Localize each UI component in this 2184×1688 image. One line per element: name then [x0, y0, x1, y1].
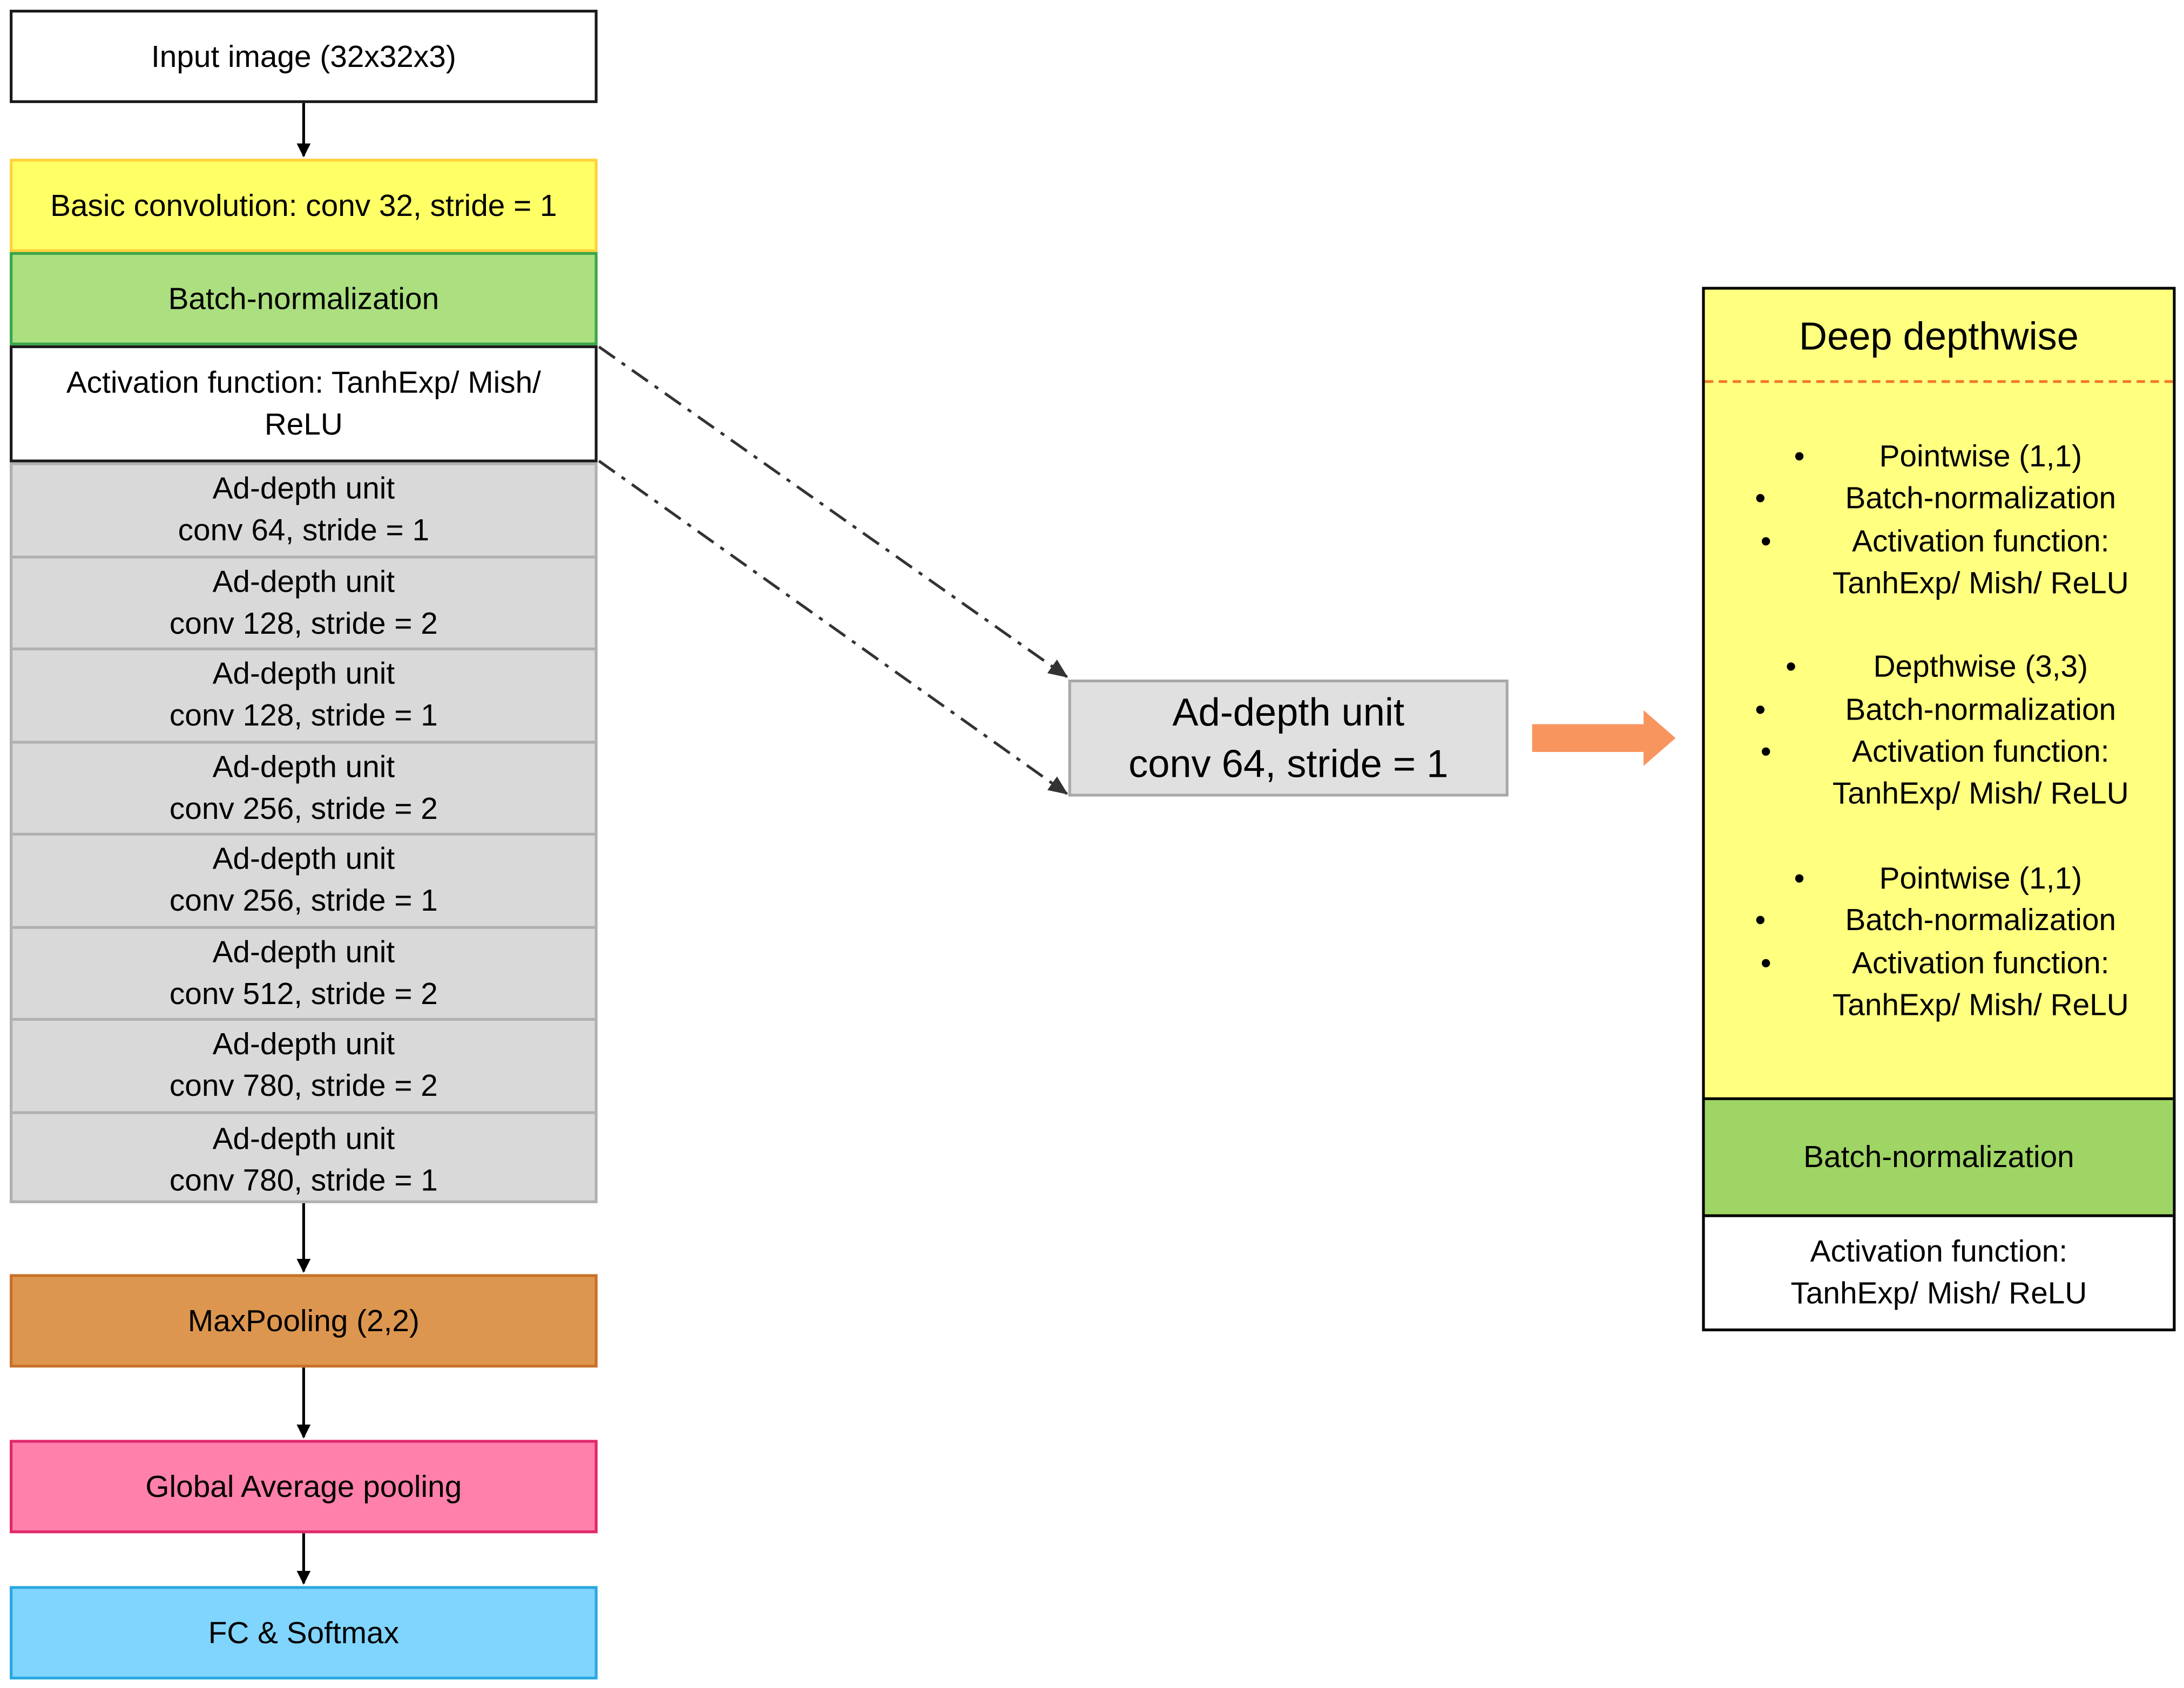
ad-depth-unit-6: Ad-depth unit conv 512, stride = 2 — [12, 928, 595, 1021]
unit-title: Ad-depth unit — [212, 564, 395, 599]
fc-softmax-label: FC & Softmax — [208, 1615, 399, 1650]
activation-line-2: ReLU — [264, 406, 343, 442]
deep-depthwise-panel: Deep depthwise •Pointwise (1,1) •Batch-n… — [1702, 287, 2176, 1332]
unit-params: conv 780, stride = 1 — [169, 1162, 438, 1197]
bullet-icon: • — [1760, 945, 1771, 980]
unit-params: conv 128, stride = 2 — [169, 605, 438, 641]
list-item: •Activation function: — [1705, 942, 2173, 984]
orange-arrow — [1532, 710, 1676, 766]
basic-convolution-label: Basic convolution: conv 32, stride = 1 — [50, 187, 557, 222]
fc-softmax-box: FC & Softmax — [10, 1586, 598, 1680]
batch-normalization-box: Batch-normalization — [10, 252, 598, 345]
bullet-icon: • — [1760, 523, 1771, 558]
maxpooling-label: MaxPooling (2,2) — [187, 1303, 420, 1338]
deep-depthwise-steps: •Pointwise (1,1) •Batch-normalization •A… — [1705, 436, 2173, 1026]
ad-depth-unit-4: Ad-depth unit conv 256, stride = 2 — [12, 743, 595, 836]
list-item: TanhExp/ Mish/ ReLU — [1832, 776, 2129, 811]
bullet-icon: • — [1786, 649, 1797, 684]
list-item — [1705, 816, 2173, 858]
ad-depth-unit-8: Ad-depth unit conv 780, stride = 1 — [12, 1113, 594, 1206]
list-item: •Batch-normalization — [1705, 478, 2173, 520]
activation-line-1: Activation function: TanhExp/ Mish/ — [66, 364, 541, 400]
bullet-icon: • — [1755, 480, 1766, 516]
ad-depth-unit-2: Ad-depth unit conv 128, stride = 2 — [12, 558, 595, 650]
input-image-label: Input image (32x32x3) — [151, 38, 456, 73]
bullet-icon: • — [1755, 903, 1766, 938]
unit-params: conv 256, stride = 2 — [169, 790, 438, 826]
detail-unit-title: Ad-depth unit — [1172, 690, 1405, 734]
input-image-box: Input image (32x32x3) — [10, 10, 598, 103]
list-item: •Batch-normalization — [1705, 900, 2173, 942]
unit-title: Ad-depth unit — [212, 656, 395, 692]
unit-params: conv 256, stride = 1 — [169, 883, 438, 918]
unit-params: conv 780, stride = 2 — [169, 1068, 438, 1103]
zoom-line-top — [598, 345, 1069, 678]
unit-title: Ad-depth unit — [212, 1026, 395, 1062]
bullet-icon: • — [1755, 692, 1766, 727]
list-item: •Pointwise (1,1) — [1705, 436, 2173, 478]
basic-convolution-box: Basic convolution: conv 32, stride = 1 — [10, 159, 598, 252]
list-item: •Batch-normalization — [1705, 689, 2173, 731]
list-item: •Pointwise (1,1) — [1705, 858, 2173, 900]
ad-depth-unit-1: Ad-depth unit conv 64, stride = 1 — [12, 465, 595, 558]
activation-function-box: Activation function: TanhExp/ Mish/ ReLU — [10, 345, 598, 463]
deep-depthwise-batch-normalization: Batch-normalization — [1705, 1100, 2173, 1217]
unit-title: Ad-depth unit — [212, 934, 395, 969]
unit-params: conv 512, stride = 2 — [169, 975, 438, 1011]
deep-depthwise-body: Deep depthwise •Pointwise (1,1) •Batch-n… — [1705, 289, 2173, 1100]
ad-depth-unit-3: Ad-depth unit conv 128, stride = 1 — [12, 650, 595, 743]
bullet-icon: • — [1760, 734, 1771, 769]
ad-depth-unit-7: Ad-depth unit conv 780, stride = 2 — [12, 1021, 595, 1114]
bullet-icon: • — [1794, 860, 1805, 896]
zoom-line-bottom — [598, 459, 1069, 795]
maxpooling-box: MaxPooling (2,2) — [10, 1274, 598, 1368]
unit-params: conv 128, stride = 1 — [169, 698, 438, 733]
deep-depthwise-title: Deep depthwise — [1798, 315, 2079, 358]
ad-depth-unit-detail-box: Ad-depth unit conv 64, stride = 1 — [1068, 679, 1509, 797]
deep-depthwise-activation-line-1: Activation function: — [1810, 1233, 2068, 1269]
global-average-pooling-box: Global Average pooling — [10, 1440, 598, 1534]
deep-depthwise-activation: Activation function: TanhExp/ Mish/ ReLU — [1705, 1217, 2173, 1328]
unit-params: conv 64, stride = 1 — [178, 512, 430, 548]
list-item: TanhExp/ Mish/ ReLU — [1832, 565, 2129, 600]
unit-title: Ad-depth unit — [212, 841, 395, 877]
dashed-divider — [1705, 380, 2173, 383]
unit-title: Ad-depth unit — [212, 749, 395, 784]
bullet-icon: • — [1794, 438, 1805, 474]
global-average-pooling-label: Global Average pooling — [145, 1468, 462, 1503]
deep-depthwise-activation-line-2: TanhExp/ Mish/ ReLU — [1790, 1276, 2087, 1311]
detail-unit-params: conv 64, stride = 1 — [1128, 742, 1449, 785]
list-item — [1705, 605, 2173, 647]
ad-depth-unit-5: Ad-depth unit conv 256, stride = 1 — [12, 836, 595, 928]
list-item: •Activation function: — [1705, 731, 2173, 774]
ad-depth-unit-stack: Ad-depth unit conv 64, stride = 1 Ad-dep… — [10, 462, 598, 1203]
list-item: TanhExp/ Mish/ ReLU — [1832, 987, 2129, 1022]
batch-normalization-label: Batch-normalization — [168, 280, 439, 316]
unit-title: Ad-depth unit — [212, 1121, 395, 1156]
list-item: •Activation function: — [1705, 520, 2173, 562]
list-item: •Depthwise (3,3) — [1705, 647, 2173, 689]
unit-title: Ad-depth unit — [212, 471, 395, 506]
